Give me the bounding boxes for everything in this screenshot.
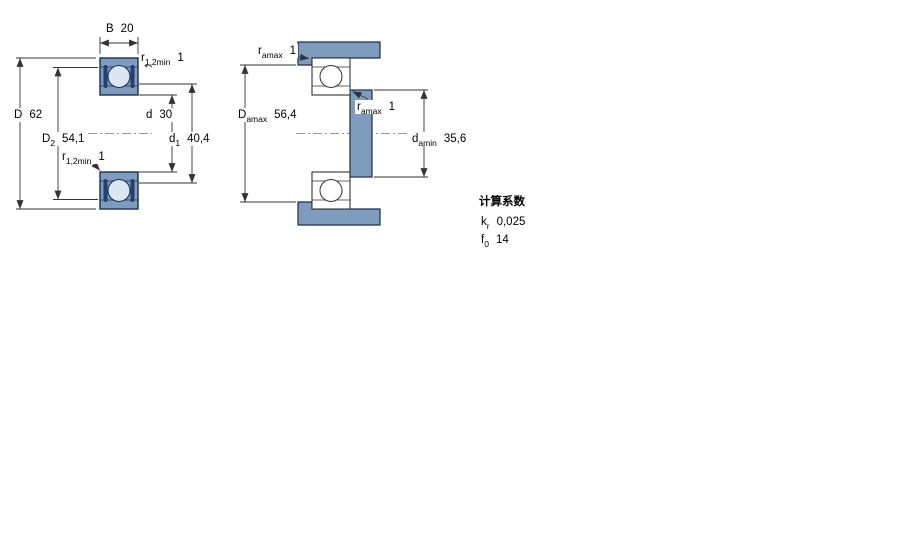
- dim-value: 40,4: [187, 133, 210, 145]
- dim-value: 1: [98, 151, 105, 163]
- leader-ramax-mid: [352, 91, 369, 100]
- dim-subscript: amax: [360, 105, 382, 116]
- dim-symbol: B: [106, 23, 114, 35]
- seal-left: [103, 179, 108, 202]
- leader-r12min-left: [91, 161, 101, 171]
- dim-label-damin: damin 35,6: [410, 132, 469, 148]
- dim-label-d1: d1 40,4: [167, 132, 212, 148]
- dim-subscript: amax: [261, 49, 283, 60]
- dim-B: [99, 37, 139, 54]
- ball: [107, 178, 131, 203]
- ball: [319, 179, 343, 202]
- factor-value: 0,025: [496, 216, 526, 228]
- calc-factor-kr: kr 0,025: [479, 215, 527, 231]
- bearing-section-bottom: [99, 171, 139, 210]
- dim-label-d: d 30: [144, 108, 175, 122]
- dim-symbol: r: [62, 151, 66, 163]
- cross-section-view: [16, 37, 197, 210]
- factor-subscript: r: [486, 220, 490, 231]
- dim-symbol: d: [169, 133, 176, 145]
- dim-subscript: 1,2min: [65, 155, 92, 166]
- dim-symbol: D: [42, 133, 51, 145]
- dim-subscript: 1,2min: [144, 56, 171, 67]
- dim-label-ramax-mid: ramax 1: [355, 100, 398, 116]
- dim-subscript: 1: [175, 137, 181, 148]
- dim-symbol: d: [146, 109, 153, 121]
- dim-value: 20: [120, 23, 134, 35]
- dim-label-ramax-top: ramax 1: [256, 44, 299, 60]
- dim-value: 54,1: [62, 133, 85, 145]
- dim-symbol: d: [412, 133, 419, 145]
- factor-value: 14: [495, 234, 509, 246]
- dim-value: 62: [29, 109, 43, 121]
- dim-value: 56,4: [274, 109, 297, 121]
- dim-value: 1: [388, 101, 396, 113]
- factor-symbol: f: [481, 234, 485, 246]
- ball: [107, 64, 131, 89]
- seal-right: [130, 179, 135, 202]
- dim-D: [16, 57, 96, 210]
- dim-value: 1: [289, 45, 297, 57]
- calc-factors-heading: 计算系数: [479, 196, 525, 208]
- dim-symbol: r: [357, 101, 361, 113]
- dim-label-Damax: Damax 56,4: [236, 108, 299, 124]
- ball: [319, 65, 343, 88]
- dim-symbol: r: [141, 52, 145, 64]
- abutment-dimensions-view: [240, 41, 438, 226]
- dim-value: 1: [177, 52, 184, 64]
- bearing-outline-top: [311, 57, 351, 96]
- dim-Damax: [240, 64, 296, 203]
- bearing-outline-bottom: [311, 171, 351, 210]
- dim-symbol: D: [14, 109, 23, 121]
- dim-symbol: r: [258, 45, 262, 57]
- dim-symbol: D: [238, 109, 247, 121]
- dim-label-B: B 20: [104, 22, 135, 36]
- dim-label-r12min-top: r1,2min 1: [139, 51, 186, 67]
- dim-value: 30: [159, 109, 173, 121]
- dim-subscript: amin: [418, 137, 437, 148]
- dim-label-D: D 62: [12, 108, 45, 122]
- dim-subscript: 2: [50, 137, 56, 148]
- calc-factor-f0: f0 14: [479, 233, 511, 249]
- factor-symbol: k: [481, 216, 487, 228]
- bearing-section-top: [99, 57, 139, 96]
- seal-right: [130, 65, 135, 88]
- factor-subscript: 0: [484, 238, 489, 249]
- dim-label-r12min-left: r1,2min 1: [60, 150, 107, 166]
- dim-subscript: amax: [246, 113, 268, 124]
- dim-label-D2: D2 54,1: [40, 132, 87, 148]
- seal-left: [103, 65, 108, 88]
- dim-value: 35,6: [443, 133, 467, 145]
